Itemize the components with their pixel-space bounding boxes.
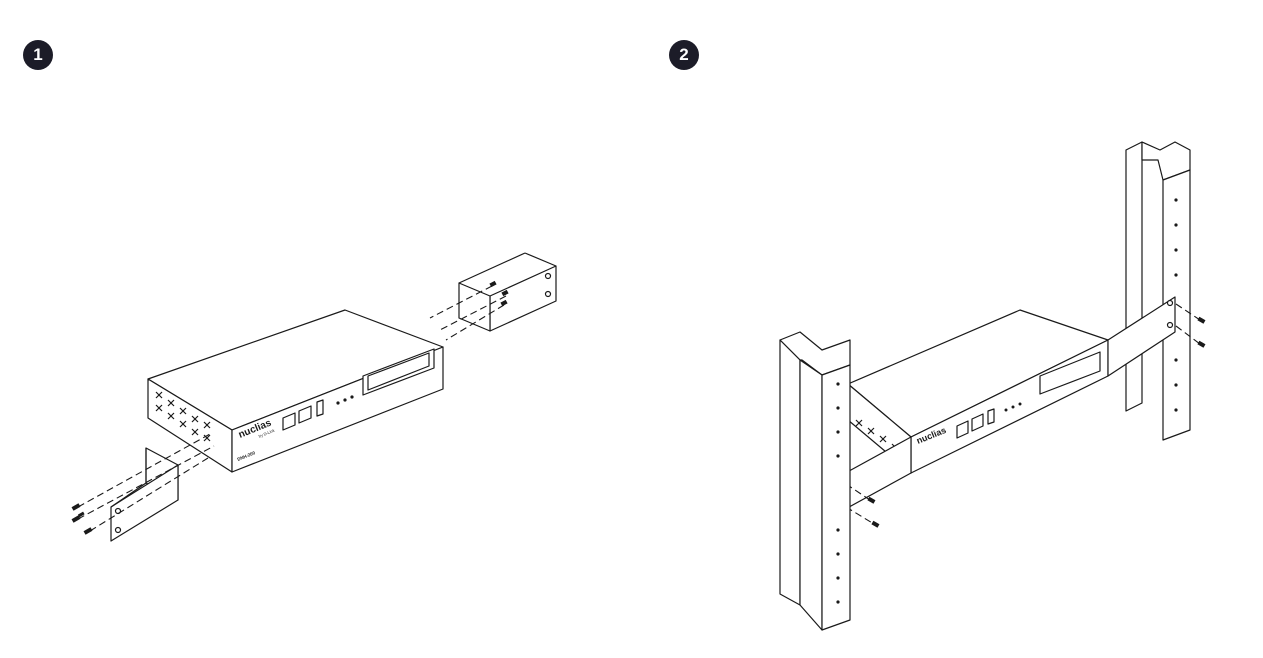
step-2-number: 2 <box>679 45 689 64</box>
step-1-badge: 1 <box>23 40 53 70</box>
step-1-illustration: nuclias by D-Link DNH-200 <box>71 252 557 542</box>
rack-post-front <box>779 331 851 631</box>
vent-pattern <box>155 391 211 442</box>
screws-left <box>71 503 93 535</box>
model-label: DNH-200 <box>237 450 257 462</box>
router-device: nuclias by D-Link DNH-200 <box>147 309 444 473</box>
step-1-number: 1 <box>33 45 43 64</box>
brand-sub: by D-Link <box>258 428 276 439</box>
screws-right <box>489 280 509 307</box>
bracket-left-rack <box>839 436 912 513</box>
bracket-right-rack <box>1107 296 1176 377</box>
rack-post-rear <box>1125 141 1191 441</box>
bracket-left <box>110 447 179 542</box>
step-2-badge: 2 <box>669 40 699 70</box>
router-in-rack: nuclias <box>847 309 1109 474</box>
step-2-illustration: nuclias <box>779 141 1206 631</box>
bracket-right <box>458 252 557 332</box>
